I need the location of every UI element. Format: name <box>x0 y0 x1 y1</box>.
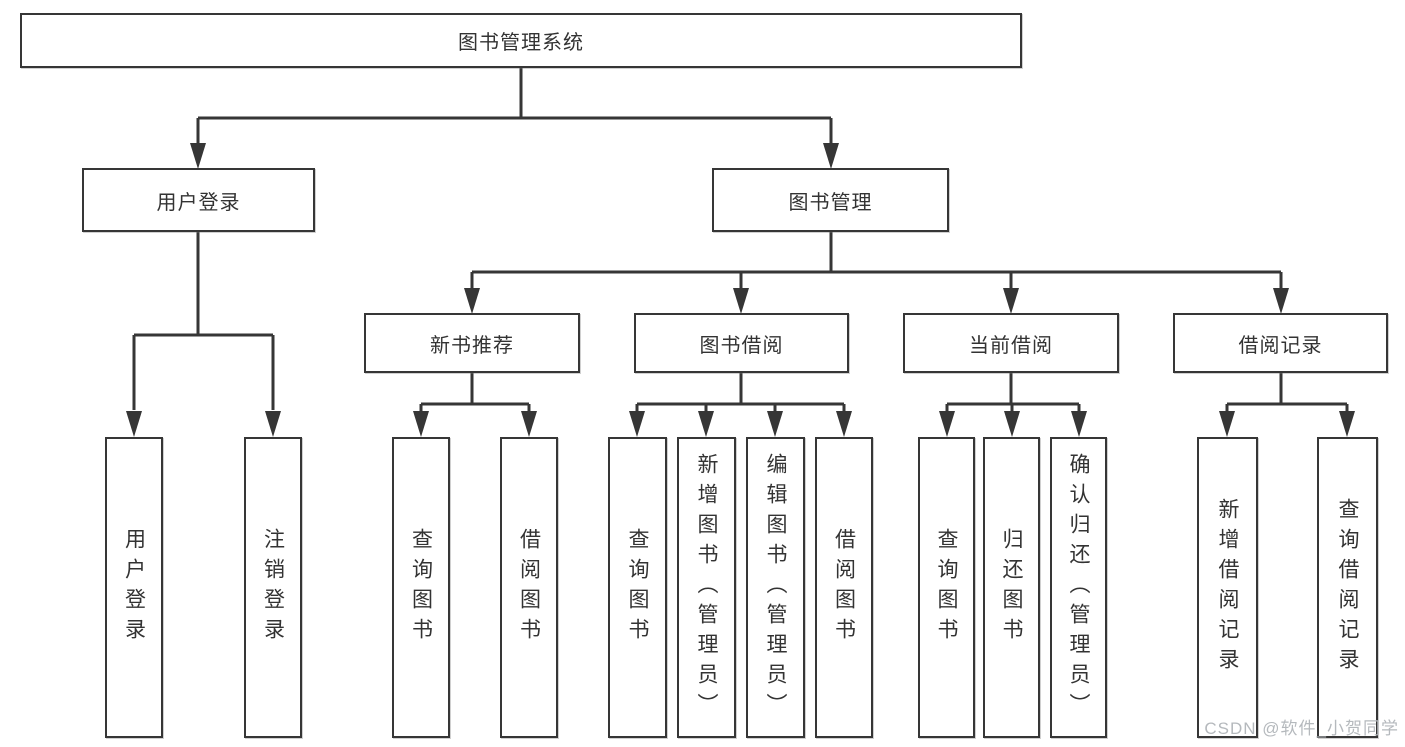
leaf-label: 确认归还（管理员） <box>1067 452 1090 723</box>
leaf-label: 借阅图书 <box>832 527 856 648</box>
leaf-query-borrow-record: 查询借阅记录 <box>1317 437 1378 738</box>
leaf-add-books-admin: 新增图书（管理员） <box>677 437 736 738</box>
node-label: 借阅记录 <box>1238 334 1323 357</box>
node-label: 图书借阅 <box>699 334 784 357</box>
node-book-borrow: 图书借阅 <box>634 313 849 373</box>
node-label: 当前借阅 <box>969 334 1053 357</box>
node-current-borrow: 当前借阅 <box>903 313 1119 373</box>
leaf-edit-books-admin: 编辑图书（管理员） <box>746 437 805 738</box>
leaf-label: 借阅图书 <box>517 527 541 648</box>
leaf-label: 查询借阅记录 <box>1336 497 1359 678</box>
leaf-label: 查询图书 <box>935 527 958 648</box>
leaf-label: 归还图书 <box>1000 527 1023 648</box>
leaf-user-login: 用户登录 <box>105 437 163 738</box>
leaf-borrow-books-recommend: 借阅图书 <box>500 437 558 738</box>
leaf-confirm-return-admin: 确认归还（管理员） <box>1050 437 1107 738</box>
node-new-book-recommend: 新书推荐 <box>364 313 580 373</box>
leaf-label: 新增图书（管理员） <box>695 452 718 723</box>
leaf-label: 新增借阅记录 <box>1216 497 1239 678</box>
node-label: 新书推荐 <box>430 334 514 357</box>
node-label: 图书管理 <box>788 191 873 214</box>
node-user-login: 用户登录 <box>82 168 315 232</box>
leaf-label: 查询图书 <box>409 527 433 648</box>
leaf-label: 注销登录 <box>261 527 285 648</box>
leaf-query-books-borrow: 查询图书 <box>608 437 667 738</box>
leaf-label: 查询图书 <box>626 527 649 648</box>
leaf-logout: 注销登录 <box>244 437 302 738</box>
leaf-query-books-recommend: 查询图书 <box>392 437 450 738</box>
leaf-add-borrow-record: 新增借阅记录 <box>1197 437 1258 738</box>
node-book-management: 图书管理 <box>712 168 949 232</box>
csdn-watermark: CSDN @软件_小贺同学 <box>1204 719 1399 738</box>
node-label: 用户登录 <box>156 191 241 214</box>
leaf-return-books: 归还图书 <box>983 437 1040 738</box>
node-borrow-records: 借阅记录 <box>1173 313 1388 373</box>
node-label: 图书管理系统 <box>458 32 584 54</box>
leaf-label: 用户登录 <box>122 527 146 648</box>
leaf-borrow-books: 借阅图书 <box>815 437 873 738</box>
node-library-management-system: 图书管理系统 <box>20 13 1022 68</box>
leaf-query-books-current: 查询图书 <box>918 437 975 738</box>
leaf-label: 编辑图书（管理员） <box>764 452 787 723</box>
